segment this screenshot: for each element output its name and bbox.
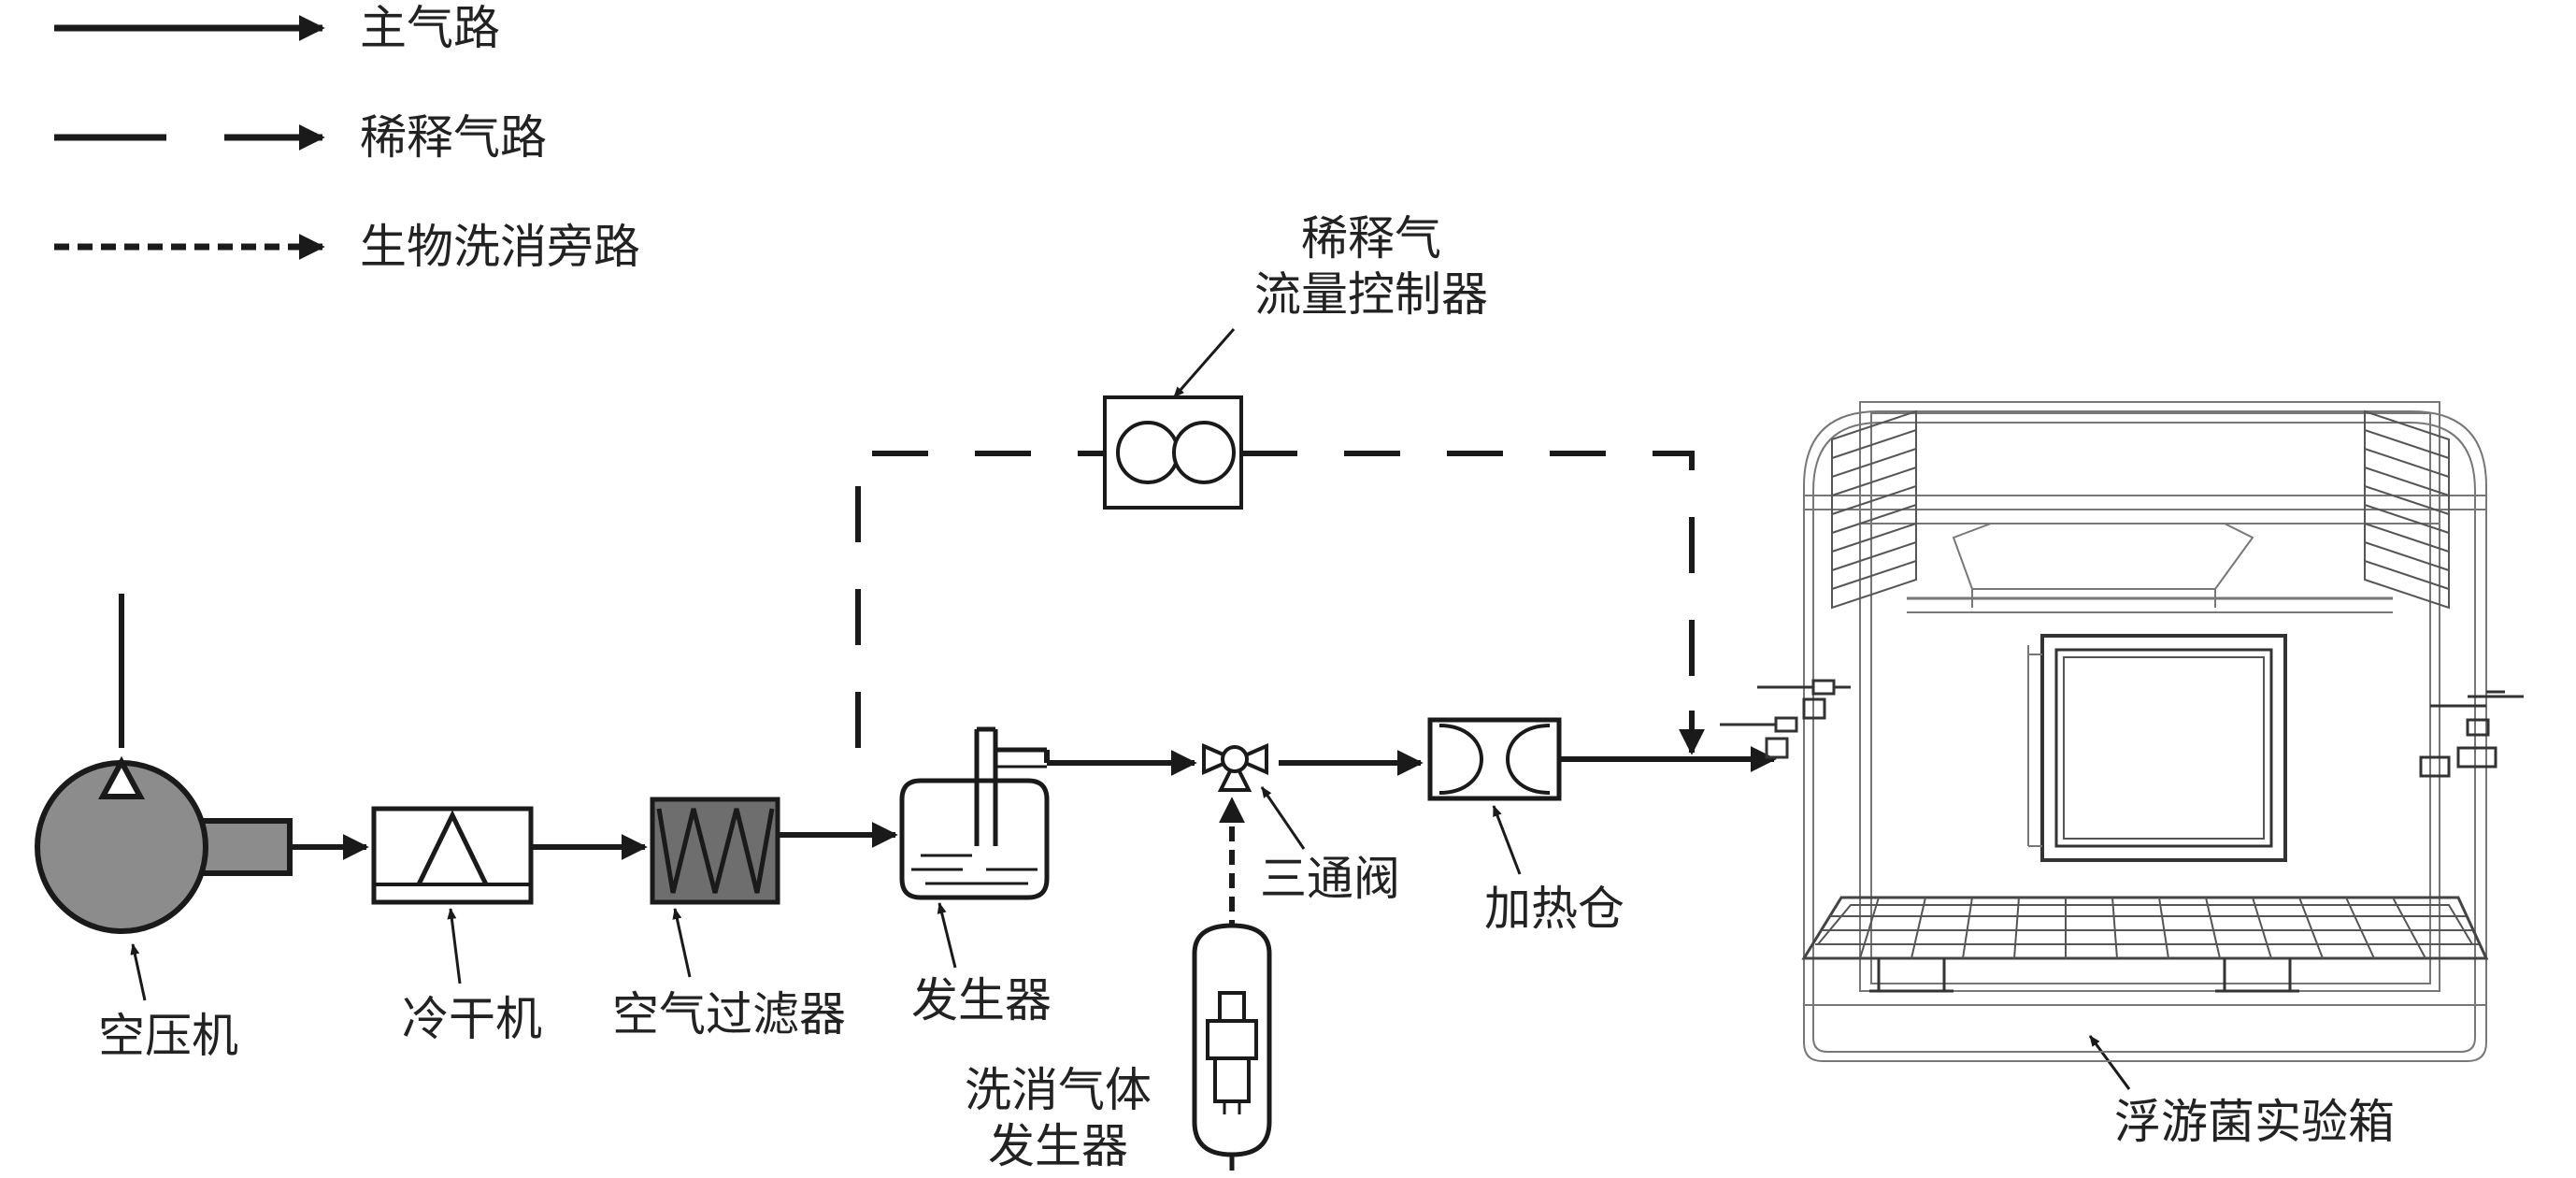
dilution-controller-label: 稀释气 流量控制器 <box>1236 210 1507 323</box>
test-box-icon <box>1720 401 2524 1062</box>
legend-main-path-label: 主气路 <box>360 1 500 55</box>
dilution-controller-label-line1: 稀释气 <box>1301 211 1441 266</box>
three-way-valve-icon <box>1202 742 1268 792</box>
test-box-label: 浮游菌实验箱 <box>2114 1095 2395 1149</box>
decon-gas-generator-label: 洗消气体 发生器 <box>955 1062 1161 1174</box>
legend-bypass-path-label: 生物洗消旁路 <box>360 220 640 274</box>
legend-dilution-path-label: 稀释气路 <box>360 110 547 165</box>
generator-icon <box>899 726 1050 900</box>
air-filter-icon <box>650 797 780 905</box>
dilution-flow-controller-icon <box>1103 395 1243 510</box>
decon-gas-generator-icon <box>1192 923 1272 1171</box>
legend <box>54 15 325 260</box>
compressor-icon <box>35 594 293 934</box>
air-filter-label: 空气过滤器 <box>612 987 846 1042</box>
pointer-lines <box>130 328 2131 1090</box>
generator-label: 发生器 <box>911 973 1052 1027</box>
decon-gas-generator-label-line2: 发生器 <box>988 1119 1128 1173</box>
heating-chamber-icon <box>1427 717 1562 801</box>
three-way-valve-label: 三通阀 <box>1260 852 1400 906</box>
dryer-label: 冷干机 <box>402 992 542 1046</box>
dryer-icon <box>371 806 534 905</box>
compressor-label: 空压机 <box>98 1009 238 1063</box>
main-path-pipes <box>290 746 1777 860</box>
decon-gas-generator-label-line1: 洗消气体 <box>965 1063 1152 1117</box>
heating-chamber-label: 加热仓 <box>1484 882 1624 936</box>
dilution-path-pipes <box>855 451 1705 755</box>
dilution-controller-label-line2: 流量控制器 <box>1254 267 1488 322</box>
